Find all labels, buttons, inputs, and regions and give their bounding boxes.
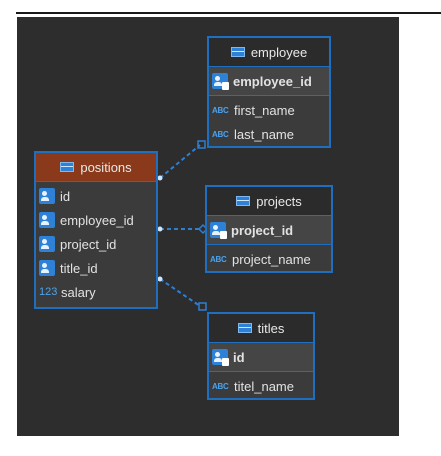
column-name: id [60, 188, 71, 204]
text-type-icon: ABC [212, 129, 229, 139]
primary-key-row[interactable]: employee_id [209, 67, 329, 96]
column-name: title_id [60, 260, 98, 276]
column-row[interactable]: 123 salary [36, 280, 156, 304]
table-icon [237, 323, 252, 333]
table-icon [230, 47, 245, 57]
text-type-icon: ABC [210, 254, 227, 264]
column-row[interactable]: ABC titel_name [209, 374, 313, 398]
table-icon [236, 196, 251, 206]
foreign-key-icon [39, 260, 55, 276]
primary-key-row[interactable]: project_id [207, 216, 331, 245]
primary-key-icon [212, 73, 229, 90]
column-row[interactable]: id [36, 184, 156, 208]
column-name: project_name [232, 251, 311, 267]
column-name: id [233, 349, 245, 365]
column-name: employee_id [233, 73, 312, 89]
column-name: first_name [234, 102, 295, 118]
column-name: employee_id [60, 212, 134, 228]
primary-key-icon [212, 349, 229, 366]
table-titles[interactable]: titles id ABC titel_name [207, 312, 315, 400]
table-icon [60, 162, 75, 172]
table-name: projects [256, 193, 302, 209]
table-name: employee [250, 44, 308, 60]
column-row[interactable]: ABC last_name [209, 122, 329, 146]
column-row[interactable]: title_id [36, 256, 156, 280]
column-row[interactable]: ABC first_name [209, 98, 329, 122]
table-header[interactable]: positions [36, 153, 156, 182]
column-row[interactable]: project_id [36, 232, 156, 256]
top-divider [16, 12, 441, 14]
foreign-key-icon [39, 188, 55, 204]
column-name: project_id [231, 222, 294, 238]
numeric-type-icon: 123 [39, 286, 58, 298]
table-header[interactable]: employee [209, 38, 329, 67]
column-row[interactable]: employee_id [36, 208, 156, 232]
column-name: titel_name [234, 378, 294, 394]
foreign-key-icon [39, 236, 55, 252]
table-positions[interactable]: positions id employee_id project_id titl… [34, 151, 158, 309]
column-name: project_id [60, 236, 117, 252]
primary-key-row[interactable]: id [209, 343, 313, 372]
column-row[interactable]: ABC project_name [207, 247, 331, 271]
text-type-icon: ABC [212, 105, 229, 115]
table-name: titles [257, 320, 285, 336]
table-header[interactable]: projects [207, 187, 331, 216]
table-projects[interactable]: projects project_id ABC project_name [205, 185, 333, 273]
table-name: positions [80, 159, 132, 175]
column-name: salary [61, 284, 96, 300]
table-employee[interactable]: employee employee_id ABC first_name ABC … [207, 36, 331, 148]
text-type-icon: ABC [212, 381, 229, 391]
primary-key-icon [210, 222, 227, 239]
foreign-key-icon [39, 212, 55, 228]
column-name: last_name [234, 126, 294, 142]
table-header[interactable]: titles [209, 314, 313, 343]
